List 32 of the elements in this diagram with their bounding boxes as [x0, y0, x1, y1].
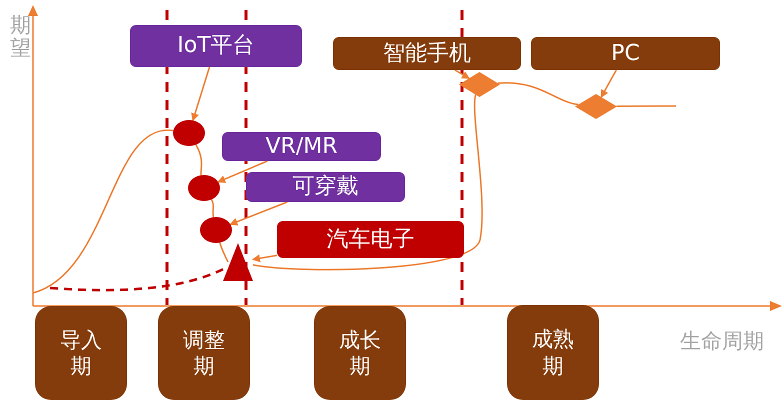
diamond-marker — [459, 72, 500, 97]
stage-box: 成长期 — [314, 306, 406, 400]
curve-line — [252, 94, 483, 270]
label-box: IoT平台 — [130, 25, 302, 67]
leader-arrow — [217, 160, 268, 183]
circle-marker — [200, 217, 232, 243]
curve-line — [616, 105, 676, 108]
triangle-marker — [223, 243, 253, 281]
stage-box: 导入期 — [35, 306, 127, 400]
label-box: 汽车电子 — [277, 221, 464, 258]
curve-line — [32, 130, 174, 294]
leader-arrow — [191, 66, 210, 122]
curve-line — [210, 199, 214, 218]
label-box: PC — [531, 37, 720, 70]
stage-box: 成熟期 — [507, 305, 599, 400]
circle-marker — [188, 175, 220, 201]
axis-label: 期望 — [10, 14, 31, 60]
curve-line — [219, 242, 229, 262]
axis-label: 生命周期 — [680, 328, 764, 355]
curve-line — [498, 82, 578, 106]
circle-marker — [173, 120, 205, 146]
label-box: 可穿戴 — [246, 172, 405, 202]
leader-arrow — [252, 254, 278, 262]
leader-arrow — [229, 201, 288, 226]
label-box: 智能手机 — [333, 37, 521, 70]
curve-line — [50, 268, 224, 292]
leader-arrow — [600, 70, 617, 98]
curve-line — [195, 144, 202, 176]
label-box: VR/MR — [222, 132, 381, 161]
stage-box: 调整期 — [158, 306, 250, 400]
leader-arrow — [454, 69, 470, 79]
diamond-marker — [575, 94, 617, 119]
